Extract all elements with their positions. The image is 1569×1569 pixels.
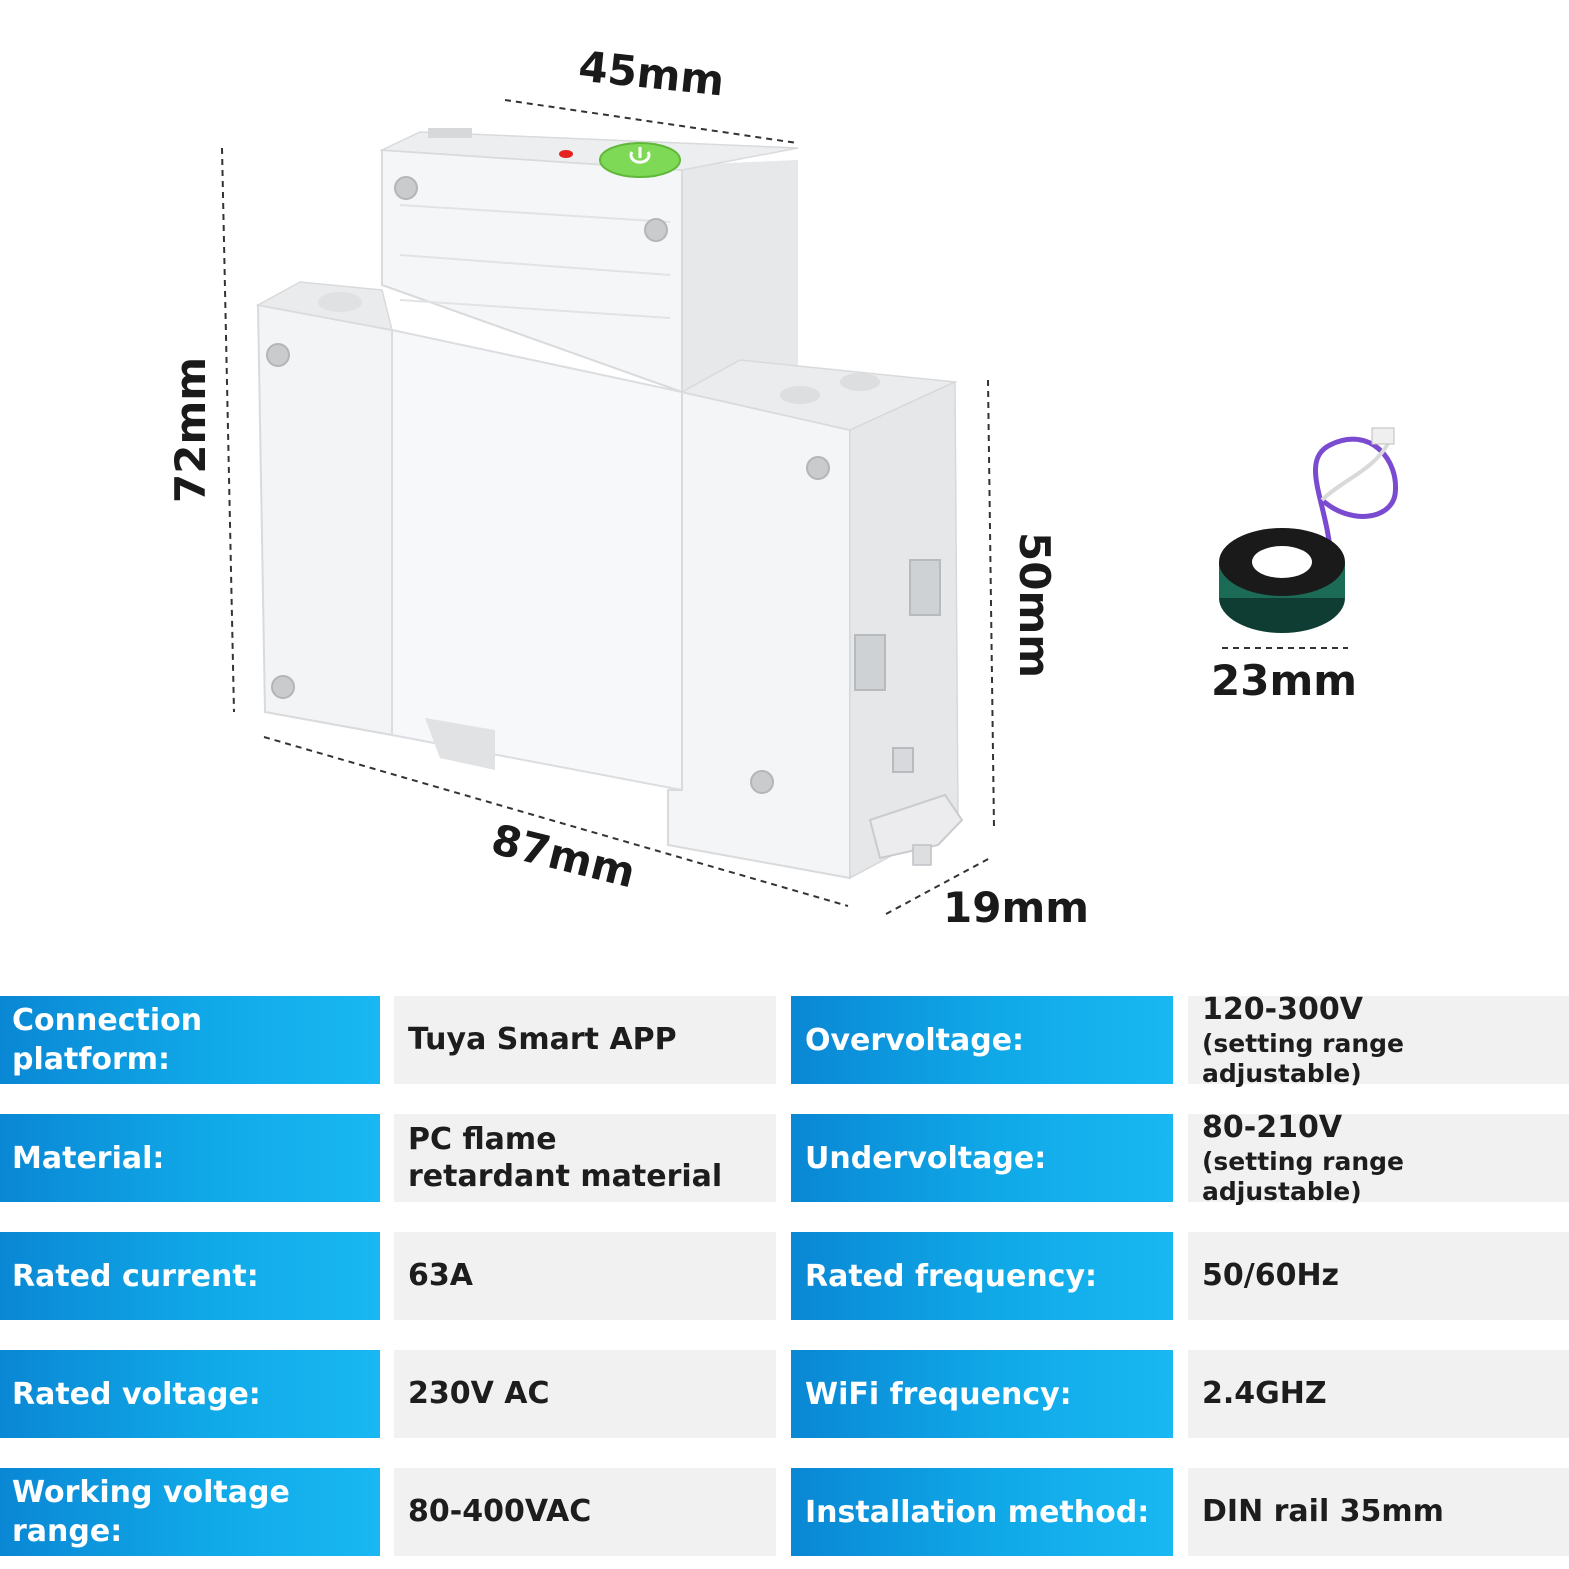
spec-label-material: Material: (0, 1114, 380, 1202)
spec-value-rated-current: 63A (394, 1232, 776, 1320)
spec-value-main: PC flame retardant material (408, 1121, 723, 1195)
spec-value-note: (setting range adjustable) (1202, 1028, 1404, 1088)
product-figure: 45mm 72mm 50mm 87mm 19mm 23mm (166, 42, 1399, 932)
screw-icon (271, 675, 295, 699)
spec-value-installation-method: DIN rail 35mm (1188, 1468, 1569, 1556)
current-transformer-coil (1219, 427, 1399, 633)
spec-value-main: 2.4GHZ (1202, 1376, 1327, 1412)
screw-icon (644, 218, 668, 242)
spec-value-main: 50/60Hz (1202, 1258, 1340, 1294)
spec-label-rated-current: Rated current: (0, 1232, 380, 1320)
spec-label-overvoltage: Overvoltage: (791, 996, 1173, 1084)
spec-label-rated-frequency: Rated frequency: (791, 1232, 1173, 1320)
spec-value-main: 230V AC (408, 1376, 550, 1412)
dim-length-label: 87mm (487, 815, 641, 898)
dim-ct-label: 23mm (1211, 656, 1357, 705)
spec-value-main: 80-210V (1202, 1110, 1343, 1146)
spec-table: Connection platform: Tuya Smart APP Mate… (0, 992, 1569, 1569)
screw-icon (806, 456, 830, 480)
spec-label-wifi-frequency: WiFi frequency: (791, 1350, 1173, 1438)
screw-icon (394, 176, 418, 200)
dim-side-height-label: 50mm (1010, 532, 1059, 678)
screw-icon (750, 770, 774, 794)
spec-value-rated-voltage: 230V AC (394, 1350, 776, 1438)
power-button-icon (599, 142, 681, 178)
spec-value-material: PC flame retardant material (394, 1114, 776, 1202)
spec-label-connection-platform: Connection platform: (0, 996, 380, 1084)
dim-height-label: 72mm (166, 357, 215, 503)
spec-value-main: 63A (408, 1258, 473, 1294)
spec-value-working-voltage-range: 80-400VAC (394, 1468, 776, 1556)
spec-label-text: Working voltage range: (12, 1475, 290, 1549)
spec-value-undervoltage: 80-210V (setting range adjustable) (1188, 1110, 1569, 1206)
spec-value-wifi-frequency: 2.4GHZ (1188, 1350, 1569, 1438)
dim-width-label: 45mm (576, 42, 726, 106)
spec-value-main: 80-400VAC (408, 1494, 592, 1530)
dimension-lines (221, 99, 1348, 915)
spec-label-rated-voltage: Rated voltage: (0, 1350, 380, 1438)
dim-depth-label: 19mm (943, 883, 1089, 932)
spec-value-overvoltage: 120-300V (setting range adjustable) (1188, 992, 1569, 1088)
spec-value-main: 120-300V (1202, 992, 1363, 1028)
spec-value-main: DIN rail 35mm (1202, 1494, 1444, 1530)
spec-label-installation-method: Installation method: (791, 1468, 1173, 1556)
spec-label-working-voltage-range: Working voltage range: (0, 1468, 380, 1556)
indicator-led-icon (559, 150, 573, 158)
spec-value-connection-platform: Tuya Smart APP (394, 996, 776, 1084)
spec-value-rated-frequency: 50/60Hz (1188, 1232, 1569, 1320)
spec-value-note: (setting range adjustable) (1202, 1146, 1404, 1206)
din-rail-breaker-device (255, 128, 964, 880)
spec-label-undervoltage: Undervoltage: (791, 1114, 1173, 1202)
device-left-block (256, 303, 393, 737)
screw-icon (266, 343, 290, 367)
spec-value-main: Tuya Smart APP (408, 1022, 677, 1058)
